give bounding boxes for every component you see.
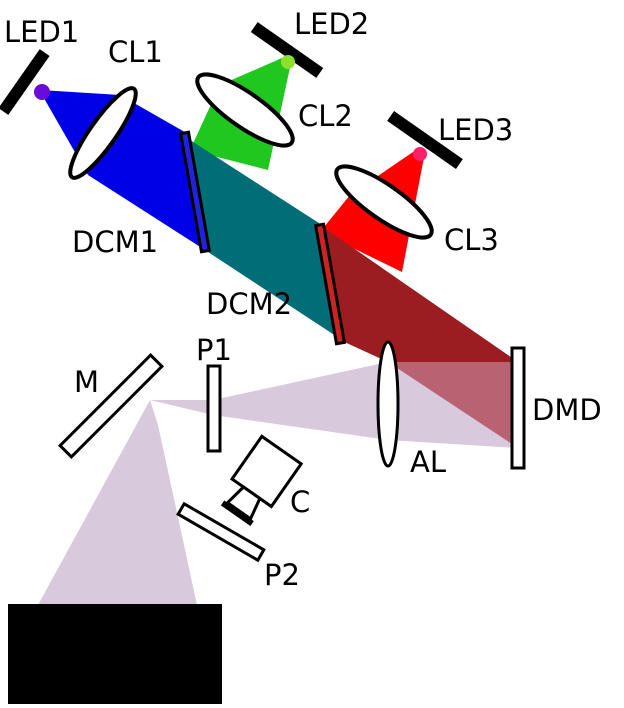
label-p1: P1 [196,333,232,367]
cl3-lens [334,164,434,240]
dmd-device [510,346,526,470]
label-c: C [290,485,310,519]
dcm2-mirror [313,222,347,346]
p2-polarizer [176,501,266,563]
teal-beam [190,140,342,340]
p1-polarizer [206,364,222,453]
led3 [387,110,463,170]
label-cl1: CL1 [108,35,163,69]
camera [220,434,304,527]
dark-red-beam-dmd [388,362,518,448]
label-al: AL [410,445,446,479]
label-cl3: CL3 [444,223,499,257]
led1 [0,49,50,115]
label-led3: LED3 [438,113,513,147]
al-lens [376,340,400,468]
blue-beam-led1 [40,90,120,175]
m-mirror [57,352,165,460]
label-dmd: DMD [532,393,602,427]
dcm1-mirror [178,130,212,254]
dark-red-beam [320,225,518,362]
label-p2: P2 [264,558,300,592]
label-led2: LED2 [294,7,369,41]
label-m: M [74,365,99,399]
projection-beam-horizontal [150,362,388,440]
projection-beam-vertical [38,400,197,605]
led2 [250,22,324,78]
label-dcm1: DCM1 [72,225,158,259]
cl2-lens [195,72,295,148]
label-dcm2: DCM2 [206,287,292,321]
label-cl2: CL2 [298,99,353,133]
cl1-lens [68,86,138,180]
objective-block [8,604,222,704]
label-led1: LED1 [4,15,79,49]
